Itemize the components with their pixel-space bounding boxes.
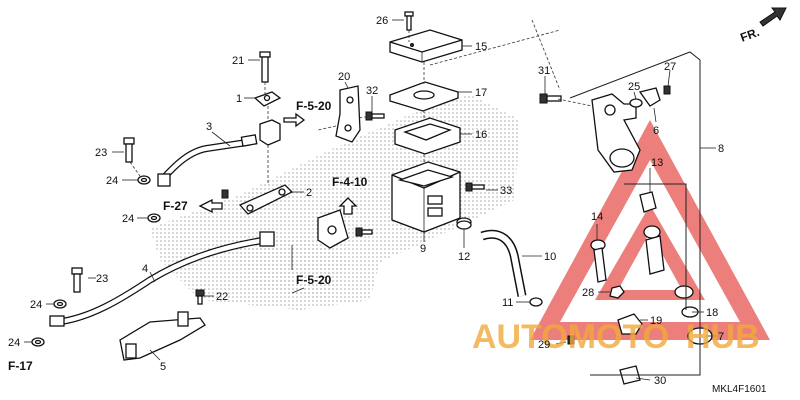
bolt-21 [259,51,271,83]
frame-dotted-area-2 [225,235,350,300]
callout-labels: 26 15 21 20 32 17 1 3 16 23 24 2 24 9 33… [8,15,724,387]
callout-24-c: 24 [30,299,42,311]
bolt-31 [539,93,562,104]
reservoir-hose-10 [480,229,527,297]
reference-f-4-10: F-4-10 [332,175,368,189]
callout-23-a: 23 [95,147,107,159]
nut-28 [609,285,625,299]
push-rod-14 [590,239,607,283]
brake-hose-4 [49,231,275,327]
callout-4: 4 [142,263,148,275]
brake-hose-3 [157,134,258,187]
clamp-12 [456,217,472,230]
callout-28: 28 [582,287,594,299]
callout-29: 29 [538,339,550,351]
bolt-23-lower [71,267,83,293]
callout-6: 6 [653,125,659,137]
washer-24-c [53,299,67,309]
hose-joint-block [259,119,281,146]
watermark-text: AUTOMOTO HUB [472,318,760,356]
bolt-22 [195,289,205,305]
assembly-lines [129,19,593,184]
joint-plate-1 [253,91,282,107]
clip-11 [529,297,543,307]
callout-24-b: 24 [122,213,134,225]
callout-14: 14 [591,211,603,223]
group-frame-13 [624,183,687,310]
callout-18: 18 [706,307,718,319]
callout-1: 1 [236,93,242,105]
reference-f-5-20-lower: F-5-20 [296,273,332,287]
watermark-text-b: HUB [686,318,760,356]
callout-31: 31 [538,65,550,77]
callout-24-d: 24 [8,337,20,349]
callout-24-a: 24 [106,175,118,187]
callout-15: 15 [475,41,487,53]
washer-24-a [137,175,151,185]
screw-29 [567,335,575,345]
callout-10: 10 [544,251,556,263]
bracket-detail-f4-10 [317,209,373,249]
watermark-logo [530,120,770,340]
callout-20: 20 [338,71,350,83]
callout-22: 22 [216,291,228,303]
group-frame-8 [569,51,701,376]
reference-f-17: F-17 [8,359,33,373]
callout-5: 5 [160,361,166,373]
callout-30: 30 [654,375,666,387]
reference-labels: F-5-20 F-27 F-4-10 F-5-20 F-17 [8,99,368,373]
callout-17: 17 [475,87,487,99]
reservoir-cap-15 [389,29,463,63]
washer-24-d [31,337,45,347]
diagram-code: MKL4F1601 [712,384,767,395]
callout-25: 25 [628,81,640,93]
master-cylinder-body [591,93,641,173]
reference-arrows [198,112,358,294]
watermark-text-a: AUTOMOTO [472,318,669,356]
callout-2: 2 [306,187,312,199]
bolt-small-f27 [221,189,229,199]
bolt-26 [404,11,414,31]
bracket-20 [335,85,361,143]
bolt-33 [465,182,485,192]
callout-21: 21 [232,55,244,67]
diaphragm-16 [394,117,461,155]
pivot-25 [629,98,643,108]
leader-lines [24,19,716,381]
callout-33: 33 [500,185,512,197]
bolt-23-upper [123,137,135,163]
bolt-32 [365,111,385,121]
callout-13: 13 [651,157,663,169]
reference-f-5-20-upper: F-5-20 [296,99,332,113]
screw-27 [663,85,671,95]
callout-19: 19 [650,315,662,327]
piston-kit-13 [639,191,665,275]
cap-plate-17 [389,81,459,112]
callout-32: 32 [366,85,378,97]
callout-27: 27 [664,61,676,73]
callout-3: 3 [206,121,212,133]
reservoir-9 [391,161,461,233]
direction-label: FR. [738,25,761,45]
callout-12: 12 [458,251,470,263]
joint-6 [638,87,661,107]
reference-f-27: F-27 [163,199,188,213]
washer-24-b [147,213,161,223]
callout-9: 9 [420,243,426,255]
callout-11: 11 [502,297,513,309]
callout-16: 16 [475,129,487,141]
callout-26: 26 [376,15,388,27]
hose-guide-5 [119,311,206,361]
bracket-19 [617,313,643,335]
front-direction-indicator [759,7,787,27]
callout-23-b: 23 [96,273,108,285]
callout-7: 7 [718,331,724,343]
callout-8: 8 [718,143,724,155]
